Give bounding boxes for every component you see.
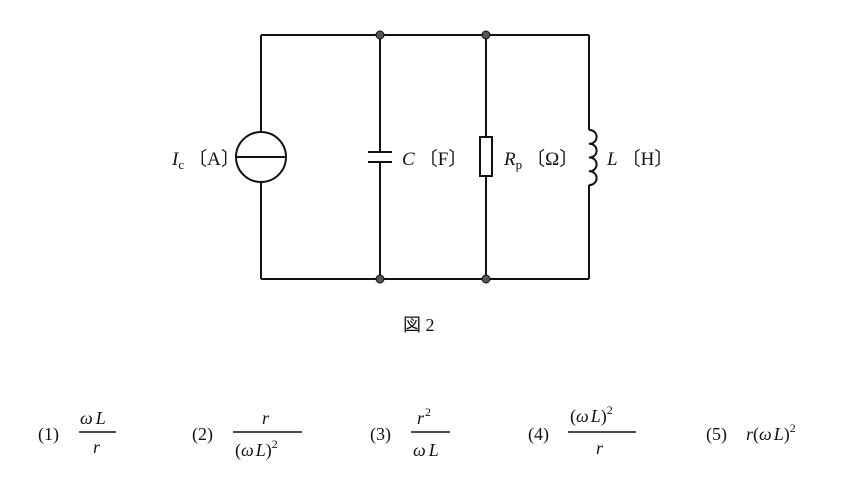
current-source-symbol [235,131,287,183]
resistor-label: Rp〔Ω〕 [503,148,578,172]
figure-caption: 図 2 [403,315,435,335]
resistor-symbol [479,136,493,177]
junction-dot [375,274,385,284]
choice-numerator: r [262,408,270,428]
choice-number: (3) [370,424,391,445]
capacitor-label: C〔F〕 [402,148,467,170]
inductor-label: L〔H〕 [606,148,673,170]
choice-denominator: r [93,437,101,457]
choice-number: (4) [528,424,549,445]
junction-dot [481,274,491,284]
capacitor-symbol [368,151,392,163]
choice-denominator: r [596,438,604,458]
junction-dot [375,30,385,40]
choice-numerator: r2 [417,405,431,428]
inductor-symbol [588,129,598,186]
choice-number: (5) [706,424,727,445]
junction-dots [375,30,491,284]
current-source-label: Ic〔A〕 [171,148,240,172]
circuit-wires [260,34,590,280]
junction-dot [481,30,491,40]
choice-number: (1) [38,424,59,445]
choice-number: (2) [192,424,213,445]
